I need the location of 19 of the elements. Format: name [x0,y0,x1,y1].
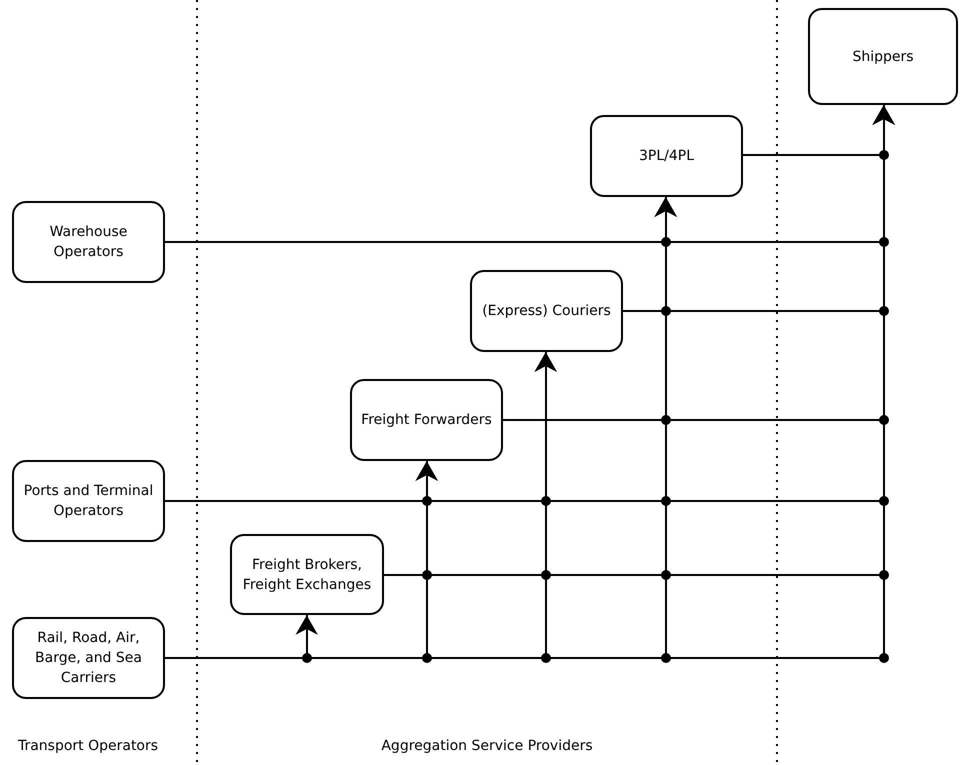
region-label: Aggregation Service Providers [381,738,593,754]
rounded-box [12,201,165,283]
box-label: Rail, Road, Air, Barge, and Sea Carriers [34,629,143,688]
region-label: Transport Operators [18,738,158,754]
rounded-box [470,270,623,352]
connector-arrow [743,105,895,156]
rounded-box [350,379,503,461]
box-label: (Express) Couriers [482,302,611,321]
rounded-box [12,617,165,699]
box-label: Warehouse Operators [48,223,128,262]
rounded-box [590,115,743,197]
box-label: Freight Brokers, Freight Exchanges [242,556,372,594]
box-label: Shippers [852,48,914,66]
box-label: 3PL/4PL [638,147,694,166]
box-label: Ports and Terminal Operators [22,482,154,521]
rounded-box [230,534,384,615]
rounded-box [12,460,165,542]
box-label: Freight Forwarders [361,411,492,430]
rounded-box [808,8,958,105]
